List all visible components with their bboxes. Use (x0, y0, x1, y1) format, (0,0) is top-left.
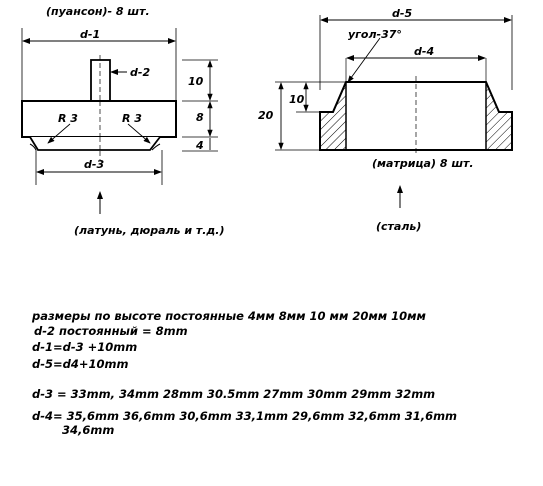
note-d2-constant: d-2 постоянный = 8mm (34, 324, 188, 338)
die-wall-right (485, 81, 513, 151)
note-d4-values-cont: 34,6mm (62, 423, 115, 437)
die-title: (матрица) 8 шт. (372, 157, 474, 170)
note-d4-values: d-4= 35,6mm 36,6mm 30,6mm 33,1mm 29,6mm … (32, 409, 458, 423)
punch-stem (90, 59, 111, 102)
punch-body (21, 100, 177, 138)
punch-boss (29, 136, 161, 151)
die-wall-left (319, 81, 347, 151)
die-h10-label: 10 (289, 93, 305, 106)
note-d3-values: d-3 = 33mm, 34mm 28mm 30.5mm 27mm 30mm 2… (32, 387, 436, 401)
note-d5-formula: d-5=d4+10mm (32, 357, 129, 371)
d1-label: d-1 (80, 28, 100, 41)
punch-material: (латунь, дюраль и т.д.) (74, 224, 225, 237)
note-heights: размеры по высоте постоянные 4мм 8мм 10 … (32, 309, 426, 323)
note-d1-formula: d-1=d-3 +10mm (32, 340, 138, 354)
r3-right-label: R 3 (122, 112, 142, 125)
d4-label: d-4 (414, 45, 434, 58)
die-drawing: d-5 угол-37° d-4 20 10 (матрица) 8 шт. (… (258, 7, 513, 233)
punch-drawing: (пуансон)- 8 шт. d-1 d-2 R 3 R 3 10 (21, 5, 225, 237)
angle-label: угол-37° (348, 28, 402, 41)
d2-label: d-2 (130, 66, 150, 79)
die-h20-label: 20 (258, 109, 274, 122)
h8-label: 8 (196, 111, 204, 124)
d5-label: d-5 (392, 7, 412, 20)
r3-left-label: R 3 (58, 112, 78, 125)
die-material: (сталь) (376, 220, 421, 233)
h10-label: 10 (188, 75, 204, 88)
d3-label: d-3 (84, 158, 104, 171)
h4-label: 4 (195, 139, 204, 152)
punch-title: (пуансон)- 8 шт. (46, 5, 150, 18)
